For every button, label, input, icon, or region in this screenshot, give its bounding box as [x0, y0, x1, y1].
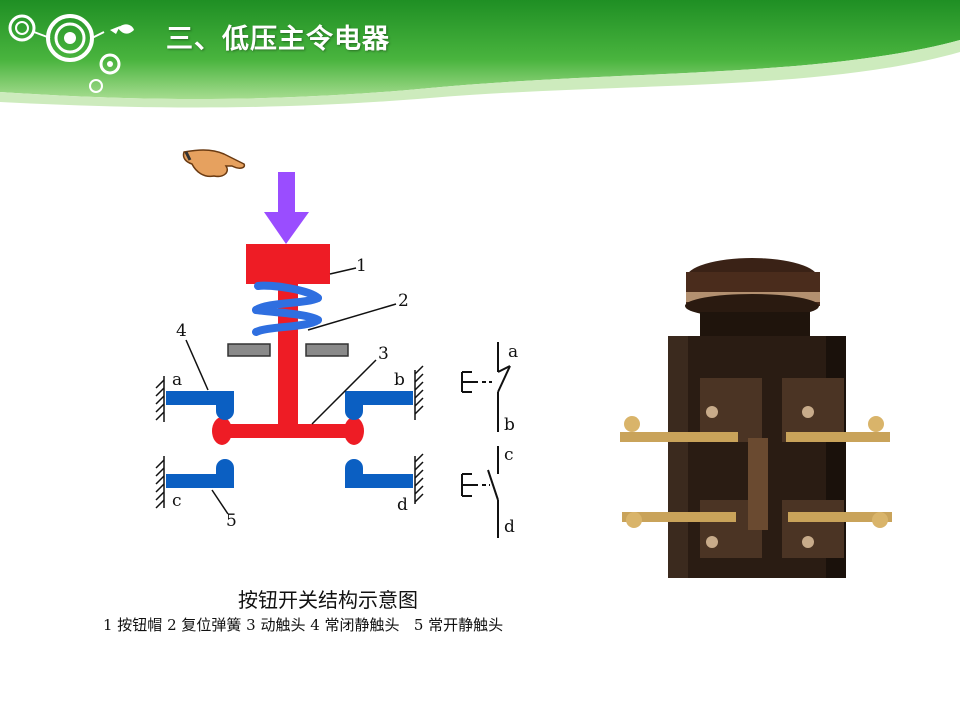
concentric-circles-icon	[8, 14, 134, 93]
part-label-3: 3	[378, 344, 389, 364]
nc-contact-symbol	[461, 342, 511, 432]
press-arrow	[264, 172, 309, 244]
reset-spring	[252, 281, 322, 336]
button-stem	[278, 284, 298, 430]
header-band	[0, 0, 960, 108]
moving-contact-tip-left	[212, 417, 232, 445]
no-contact-left	[166, 459, 234, 488]
part-label-5: 5	[226, 511, 237, 531]
part-label-1: 1	[356, 256, 367, 276]
part-label-2: 2	[398, 291, 409, 311]
symbol-label-a: a	[508, 342, 518, 362]
guide-block-right	[305, 343, 349, 357]
moving-contact	[218, 424, 358, 438]
moving-contact-tip-right	[344, 417, 364, 445]
leader-lines	[185, 267, 397, 515]
diagram-legend: 1 按钮帽 2 复位弹簧 3 动触头 4 常闭静触头 5 常开静触头	[103, 616, 504, 634]
pointing-hand-icon	[182, 149, 246, 178]
diagram-caption: 按钮开关结构示意图	[238, 588, 418, 612]
no-contact-symbol	[461, 446, 499, 538]
symbol-label-d: d	[504, 517, 515, 537]
contact-label-a: a	[172, 370, 182, 390]
symbol-label-b: b	[504, 415, 515, 435]
push-button-photo	[620, 258, 892, 578]
guide-block-left	[227, 343, 271, 357]
contact-label-b: b	[394, 370, 405, 390]
part-label-4: 4	[176, 321, 187, 341]
nc-contact-right	[345, 391, 413, 420]
symbol-label-c: c	[504, 445, 514, 465]
slide-title: 三、低压主令电器	[166, 24, 390, 55]
contact-label-c: c	[172, 491, 182, 511]
button-cap	[246, 244, 330, 284]
contact-label-d: d	[397, 495, 408, 515]
wall-hatch	[155, 365, 424, 509]
nc-contact-left	[166, 391, 234, 420]
no-contact-right	[345, 459, 413, 488]
